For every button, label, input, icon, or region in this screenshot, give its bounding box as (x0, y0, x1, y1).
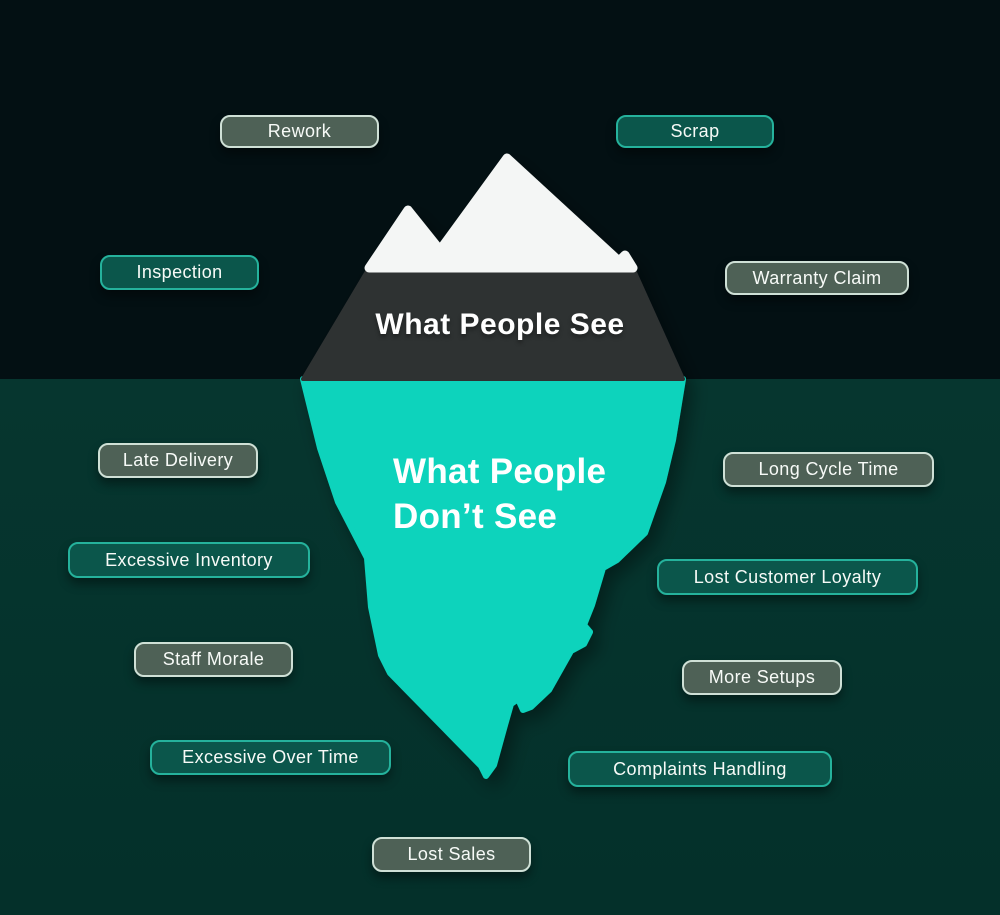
label-pill-text: Excessive Over Time (182, 747, 359, 767)
label-pill-text: Scrap (670, 121, 720, 141)
label-pill-excessive-over-time: Excessive Over Time (150, 740, 391, 775)
label-pill-text: Excessive Inventory (105, 549, 273, 570)
label-pill-lost-sales: Lost Sales (372, 837, 531, 872)
iceberg-tip (364, 153, 638, 273)
label-pill-inspection: Inspection (100, 255, 259, 290)
label-pill-text: Rework (267, 121, 332, 141)
label-pill-text: Lost Customer Loyalty (693, 566, 882, 587)
label-pill-text: Complaints Handling (613, 758, 787, 779)
label-pill-staff-morale: Staff Morale (134, 642, 293, 677)
label-pill-text: Lost Sales (407, 844, 496, 864)
label-pill-long-cycle-time: Long Cycle Time (723, 452, 934, 487)
label-pill-warranty-claim: Warranty Claim (725, 261, 909, 295)
title-what-people-dont-see: What People Don’t See (393, 449, 606, 539)
iceberg-underwater-body (300, 376, 686, 779)
label-pill-rework: Rework (220, 115, 379, 148)
title-dontsee-line1: What People (393, 452, 607, 491)
title-dontsee-line2: Don’t See (393, 497, 558, 536)
label-pill-complaints-handling: Complaints Handling (568, 751, 832, 787)
label-pill-late-delivery: Late Delivery (98, 443, 258, 478)
label-pill-text: Warranty Claim (752, 267, 882, 288)
label-pill-text: Long Cycle Time (758, 459, 899, 479)
label-pill-text: Staff Morale (162, 649, 265, 669)
label-pill-text: Late Delivery (122, 450, 234, 470)
label-pill-lost-customer-loyalty: Lost Customer Loyalty (657, 559, 918, 595)
label-pill-text: Inspection (136, 262, 223, 282)
label-pill-more-setups: More Setups (682, 660, 842, 695)
label-pill-text: More Setups (708, 667, 816, 687)
title-what-people-see: What People See (375, 308, 625, 341)
label-pill-scrap: Scrap (616, 115, 774, 148)
label-pill-excessive-inventory: Excessive Inventory (68, 542, 310, 578)
